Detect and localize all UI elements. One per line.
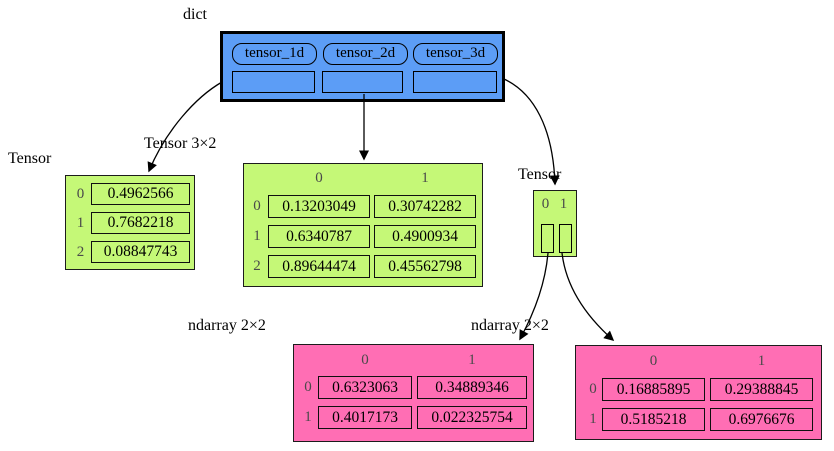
- row-index: 0: [76, 185, 85, 202]
- col-header: 0: [361, 351, 369, 368]
- row-index: 0: [304, 379, 312, 395]
- ndarray-a-cell: 0.6323063: [318, 376, 412, 399]
- edge-dict-to-tensor-1d: [147, 81, 223, 173]
- ndarray-a-cell: 0.4017173: [318, 406, 412, 429]
- tensor-2d-cell: 0.89644474: [268, 255, 370, 278]
- col-header: 1: [559, 195, 568, 212]
- dict-value-slot-3: [413, 71, 497, 93]
- row-index: 1: [304, 409, 312, 425]
- dict-key-tensor-2d: tensor_2d: [323, 43, 408, 65]
- tensor-1d-cell: 0.08847743: [91, 241, 190, 263]
- ndarray-b-cell: 0.5185218: [602, 408, 705, 431]
- tensor-2d-node: 0 1 0 0.13203049 0.30742282 1 0.6340787 …: [243, 163, 483, 287]
- tensor-2d-cell: 0.4900934: [374, 225, 476, 248]
- tensor-2d-label: Tensor 3×2: [144, 135, 217, 152]
- tensor-1d-cell: 0.4962566: [91, 183, 190, 205]
- tensor-2d-cell: 0.45562798: [374, 255, 476, 278]
- ndarray-b-node: 0 1 0 0.16885895 0.29388845 1 0.5185218 …: [575, 345, 822, 440]
- col-header: 0: [541, 195, 550, 212]
- dict-value-slot-1: [232, 71, 315, 93]
- tensor-1d-node: 0 0.4962566 1 0.7682218 2 0.08847743: [65, 175, 195, 270]
- col-header: 1: [421, 169, 429, 186]
- tensor-3d-label: Tensor: [518, 166, 562, 183]
- row-index: 0: [253, 198, 261, 214]
- tensor-3d-ref-slot-0: [541, 224, 554, 253]
- ndarray-a-node: 0 1 0 0.6323063 0.34889346 1 0.4017173 0…: [293, 344, 534, 442]
- col-header: 1: [468, 351, 476, 368]
- row-index: 2: [76, 243, 85, 260]
- row-index: 2: [253, 258, 261, 274]
- ndarray-b-cell: 0.6976676: [710, 408, 813, 431]
- col-header: 0: [649, 352, 658, 369]
- edge-tensor-3d-to-ndarray-b: [561, 252, 615, 341]
- tensor-2d-cell: 0.30742282: [374, 195, 476, 218]
- tensor-3d-node: 0 1: [533, 190, 577, 257]
- ndarray-a-label: ndarray 2×2: [188, 317, 266, 334]
- dict-key-tensor-3d: tensor_3d: [413, 43, 498, 65]
- ndarray-a-cell: 0.34889346: [417, 376, 527, 399]
- tensor-1d-label: Tensor: [8, 150, 52, 167]
- row-index: 1: [589, 411, 597, 427]
- row-index: 0: [589, 381, 597, 397]
- dict-node: tensor_1d tensor_2d tensor_3d: [220, 31, 505, 102]
- col-header: 0: [315, 169, 323, 186]
- tensor-2d-cell: 0.6340787: [268, 225, 370, 248]
- row-index: 1: [253, 228, 261, 244]
- tensor-2d-cell: 0.13203049: [268, 195, 370, 218]
- tensor-1d-cell: 0.7682218: [91, 212, 190, 234]
- dict-node-label: dict: [183, 6, 207, 23]
- ndarray-b-cell: 0.29388845: [710, 378, 813, 401]
- ndarray-a-cell: 0.022325754: [417, 406, 527, 429]
- dict-value-slot-2: [322, 71, 403, 93]
- ndarray-b-label: ndarray 2×2: [471, 317, 549, 334]
- tensor-3d-ref-slot-1: [559, 224, 572, 253]
- ndarray-b-cell: 0.16885895: [602, 378, 705, 401]
- row-index: 1: [76, 214, 85, 231]
- dict-key-tensor-1d: tensor_1d: [232, 43, 317, 65]
- col-header: 1: [757, 352, 766, 369]
